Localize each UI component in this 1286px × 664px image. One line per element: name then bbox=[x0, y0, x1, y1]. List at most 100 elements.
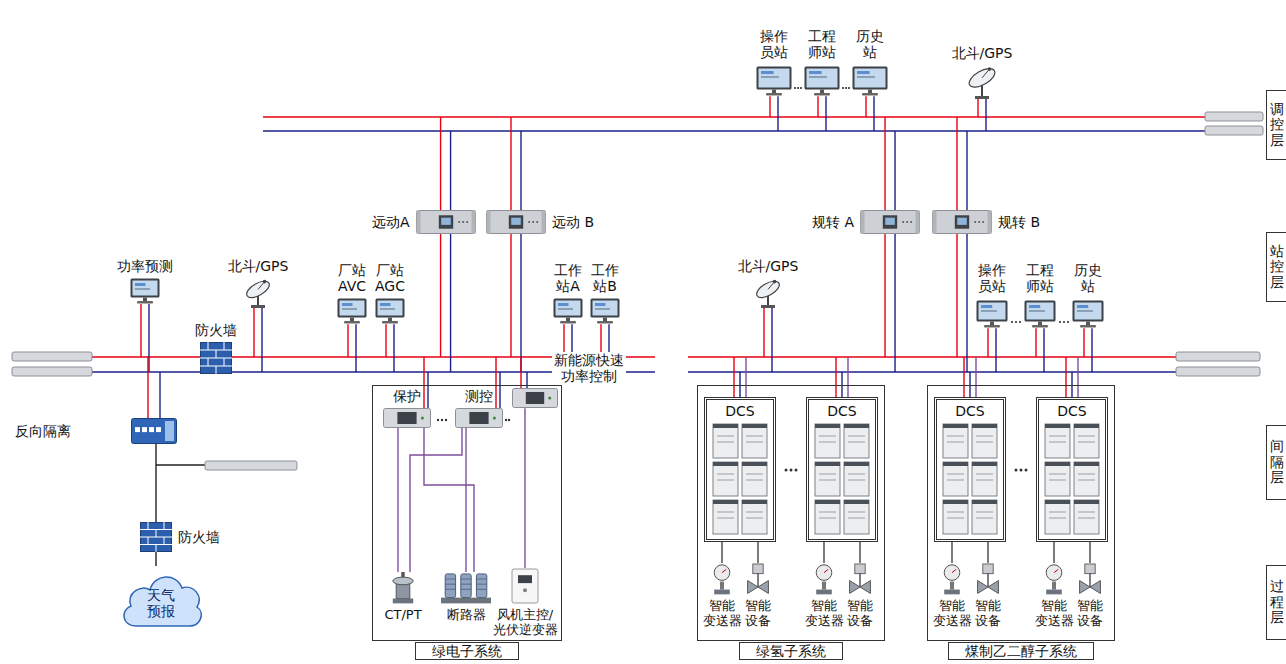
icon-part bbox=[441, 218, 451, 225]
icon-part bbox=[1045, 462, 1070, 496]
subsystem-title: 绿氢子系统 bbox=[739, 642, 843, 660]
icon-part bbox=[982, 221, 984, 223]
bus-drop bbox=[440, 117, 441, 210]
icon-part bbox=[742, 424, 767, 458]
icon-part bbox=[713, 424, 738, 458]
icon-part bbox=[714, 565, 730, 581]
icon-part bbox=[1038, 322, 1042, 326]
icon-part bbox=[558, 303, 569, 306]
icon-part bbox=[445, 574, 455, 598]
icon-part bbox=[393, 577, 413, 585]
node-label: DCS bbox=[725, 403, 754, 419]
node-label: 智能 变送器 bbox=[803, 599, 845, 629]
device-icon bbox=[337, 298, 367, 324]
icon-part bbox=[456, 409, 503, 428]
icon-part bbox=[972, 424, 997, 428]
icon-part bbox=[815, 424, 840, 458]
icon-part bbox=[1045, 424, 1070, 458]
node-label: 天气 预报 bbox=[146, 587, 176, 619]
icon-part bbox=[848, 512, 865, 513]
layer-band: 调控层 bbox=[1266, 90, 1286, 160]
icon-part bbox=[165, 421, 174, 441]
icon-part bbox=[861, 211, 920, 234]
icon-part bbox=[848, 518, 865, 519]
icon-part bbox=[1027, 303, 1054, 320]
bus-drop bbox=[495, 357, 496, 408]
ellipsis-dots bbox=[437, 87, 1069, 472]
bus-drop bbox=[1065, 357, 1066, 397]
icon-part bbox=[981, 310, 997, 312]
icon-part bbox=[1046, 590, 1062, 595]
device-node: 防火墙 bbox=[140, 522, 220, 552]
icon-part bbox=[984, 325, 1000, 328]
icon-part bbox=[476, 579, 486, 580]
icon-part bbox=[902, 221, 904, 223]
icon-part bbox=[1025, 301, 1056, 322]
layer-band: 过程层 bbox=[1266, 565, 1286, 640]
icon-part bbox=[848, 442, 865, 443]
icon-part bbox=[819, 512, 836, 513]
icon-part bbox=[859, 573, 861, 587]
bus-drop bbox=[966, 131, 967, 210]
icon-part bbox=[848, 474, 865, 475]
bus-drop bbox=[894, 234, 895, 372]
icon-part bbox=[746, 436, 763, 437]
device-node: 北斗/GPS bbox=[228, 258, 289, 308]
node-label: 操作 员站 bbox=[759, 28, 790, 60]
device-icon bbox=[976, 300, 1008, 328]
icon-part bbox=[746, 518, 763, 519]
device-node: 厂站 AVC bbox=[336, 262, 369, 324]
icon-part bbox=[350, 318, 354, 322]
node-label: 北斗/GPS bbox=[228, 258, 289, 274]
icon-part bbox=[1086, 322, 1090, 326]
node-label: 操作 员站 bbox=[977, 262, 1008, 294]
node-label: 断路器 bbox=[447, 608, 486, 623]
icon-part bbox=[597, 321, 613, 324]
icon-part bbox=[850, 581, 871, 594]
node-label: 新能源快速 功率控制 bbox=[552, 352, 626, 384]
icon-part bbox=[554, 299, 583, 318]
icon-part bbox=[975, 96, 989, 99]
icon-part bbox=[131, 279, 160, 298]
connector bbox=[397, 428, 398, 572]
icon-part bbox=[862, 93, 878, 96]
icon-part bbox=[445, 589, 455, 590]
icon-part bbox=[342, 308, 357, 310]
bus-drop bbox=[347, 324, 348, 357]
icon-part bbox=[753, 564, 763, 574]
dcs-frame: DCS bbox=[934, 397, 1006, 542]
switch-symbol bbox=[205, 461, 297, 470]
bus-drop bbox=[769, 96, 770, 117]
node-label: 风机主控/ 光伏逆变器 bbox=[491, 608, 559, 638]
icon-part bbox=[384, 409, 431, 428]
dcs-modules bbox=[1043, 422, 1101, 536]
device-node: 新能源快速 功率控制 bbox=[512, 352, 626, 408]
bus-drop bbox=[450, 234, 451, 372]
icon-part bbox=[548, 397, 551, 400]
bus-blue bbox=[263, 130, 1205, 132]
icon-part bbox=[393, 599, 413, 604]
icon-part bbox=[713, 462, 738, 466]
icon-part bbox=[1046, 565, 1062, 581]
device-icon bbox=[847, 563, 873, 595]
device-icon bbox=[932, 210, 992, 234]
icon-part bbox=[947, 480, 964, 481]
icon-part bbox=[966, 65, 998, 91]
icon-part bbox=[461, 589, 471, 590]
bus-drop bbox=[745, 357, 746, 397]
bus-drop bbox=[847, 357, 848, 397]
icon-part bbox=[742, 462, 767, 466]
node-label: 远动A bbox=[372, 214, 410, 230]
icon-part bbox=[814, 93, 830, 96]
node-label: 智能 变送器 bbox=[931, 599, 973, 629]
node-label: 远动 B bbox=[552, 214, 594, 230]
icon-part bbox=[983, 564, 993, 574]
device-node: CT/PT bbox=[384, 572, 421, 623]
icon-part bbox=[1045, 500, 1070, 504]
bus-drop bbox=[147, 357, 148, 418]
device-icon bbox=[745, 563, 771, 595]
icon-part bbox=[819, 480, 836, 481]
node-label: 厂站 AVC bbox=[336, 262, 369, 294]
device-icon bbox=[975, 563, 1001, 595]
icon-part bbox=[382, 321, 398, 324]
